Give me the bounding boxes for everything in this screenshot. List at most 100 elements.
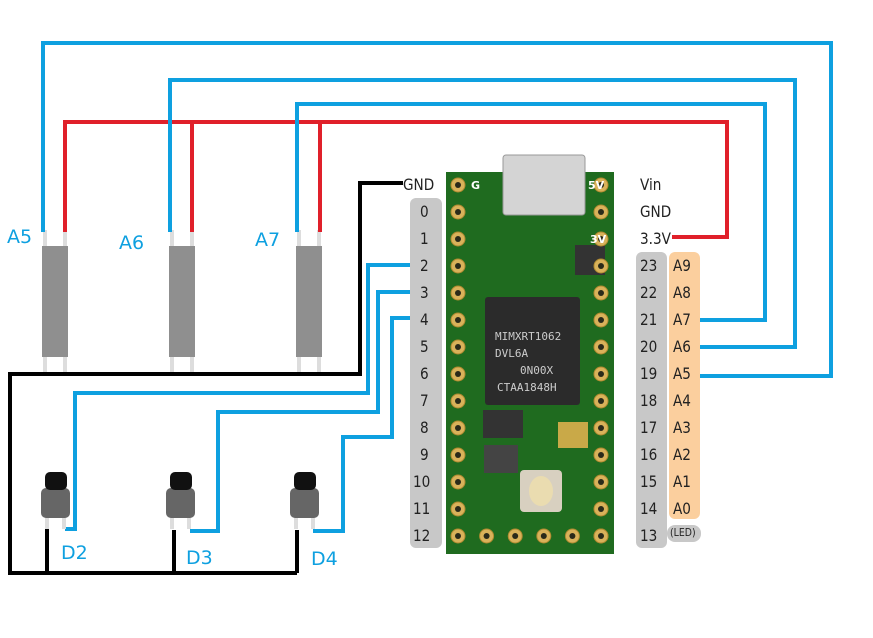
processor-chip (485, 297, 580, 405)
pin-hole-center (598, 344, 604, 350)
analog-label-a4: A4 (673, 391, 691, 410)
pin-label-21: 21 (640, 310, 658, 329)
pushbutton-d2[interactable] (41, 472, 70, 529)
button-label-d2: D2 (61, 542, 88, 564)
pin-label-11: 11 (413, 499, 431, 518)
button-label-d4: D4 (311, 548, 338, 570)
pin-hole-center (512, 533, 519, 539)
usb-connector (502, 154, 586, 216)
pin-hole-center (598, 236, 604, 242)
wire-a6 (168, 78, 797, 349)
wire-a7 (295, 102, 767, 322)
pin-hole-center (455, 371, 461, 377)
ground-wire (8, 181, 403, 575)
pin-hole-center (569, 533, 576, 539)
pin-label-18: 18 (640, 391, 658, 410)
left-pin-label-bar (410, 198, 442, 548)
pin-label-6: 6 (420, 364, 429, 383)
pin-label-23: 23 (640, 256, 658, 275)
button-label-d3: D3 (186, 547, 213, 569)
right-pin-label-bar (636, 252, 667, 548)
pin-hole-center (598, 371, 604, 377)
pin-label-2: 2 (420, 256, 429, 275)
wire-d4 (313, 316, 430, 533)
pin-label-4: 4 (420, 310, 429, 329)
chip-line-2: DVL6A (495, 347, 528, 360)
pin-hole-center (598, 425, 604, 431)
pin-hole-center (598, 182, 604, 188)
teensy-board (446, 154, 614, 554)
pin-hole-center (540, 533, 547, 539)
power-label-33v: 3.3V (640, 229, 671, 248)
sensor-a6 (169, 230, 195, 372)
pin-hole-center (598, 479, 604, 485)
analog-label-a1: A1 (673, 472, 691, 491)
pin-hole-center (455, 290, 461, 296)
pin-label-8: 8 (420, 418, 429, 437)
pin-hole-center (598, 398, 604, 404)
pushbutton-d4[interactable] (290, 472, 319, 529)
pin-label-15: 15 (640, 472, 658, 491)
pin-hole-center (455, 236, 461, 242)
pin-hole-center (455, 425, 461, 431)
pin-label-20: 20 (640, 337, 658, 356)
pin-hole-center (483, 533, 490, 539)
pin-hole-center (455, 209, 461, 215)
silk-5v: 5V (588, 179, 605, 192)
pin-hole-center (455, 263, 461, 269)
pin-label-7: 7 (420, 391, 429, 410)
pin-label-10: 10 (413, 472, 431, 491)
analog-label-a6: A6 (673, 337, 691, 356)
pin-hole-center (455, 479, 461, 485)
left-gnd-label: GND (403, 175, 435, 194)
analog-label-a3: A3 (673, 418, 691, 437)
pin-label-13: 13 (640, 526, 658, 545)
wire-d3 (190, 290, 430, 533)
led-label: (LED) (670, 526, 696, 539)
analog-label-a2: A2 (673, 445, 691, 464)
pin-label-19: 19 (640, 364, 658, 383)
pin-hole-center (598, 317, 604, 323)
program-button[interactable] (529, 476, 553, 506)
chip-line-1: MIMXRT1062 (495, 330, 561, 343)
pin-hole-center (455, 182, 461, 188)
sensor-label-a5: A5 (7, 226, 33, 248)
sensor-label-a6: A6 (119, 232, 145, 254)
analog-label-a7: A7 (673, 310, 691, 329)
pin-hole-center (598, 506, 604, 512)
pin-hole-center (598, 452, 604, 458)
pin-label-5: 5 (420, 337, 429, 356)
silk-3v: 3V (590, 233, 607, 246)
pin-hole-center (598, 209, 604, 215)
analog-label-a8: A8 (673, 283, 691, 302)
analog-label-a0: A0 (673, 499, 691, 518)
pin-hole-center (455, 398, 461, 404)
pin-label-22: 22 (640, 283, 658, 302)
pin-label-12: 12 (413, 526, 431, 545)
pin-hole-center (598, 263, 604, 269)
sensor-a7 (296, 230, 322, 372)
pin-hole-center (455, 506, 461, 512)
pin-label-14: 14 (640, 499, 658, 518)
power-wire (63, 120, 729, 239)
wire-d2 (65, 263, 430, 531)
analog-label-bar (669, 252, 700, 519)
pin-hole-center (455, 533, 461, 539)
pin-label-1: 1 (420, 229, 429, 248)
pin-hole-center (455, 317, 461, 323)
silk-g: G (471, 179, 480, 192)
pin-hole-center (598, 290, 604, 296)
pin-label-0: 0 (420, 202, 429, 221)
led-label-bar (667, 525, 701, 542)
pushbutton-d3[interactable] (166, 472, 195, 529)
pin-label-16: 16 (640, 445, 658, 464)
pin-hole-center (455, 344, 461, 350)
power-label-gnd: GND (640, 202, 672, 221)
sensor-a5 (42, 230, 68, 372)
chip-line-3: 0N00X (520, 364, 553, 377)
pin-label-3: 3 (420, 283, 429, 302)
wire-a5 (41, 41, 833, 378)
analog-label-a9: A9 (673, 256, 691, 275)
power-label-vin: Vin (640, 175, 662, 194)
